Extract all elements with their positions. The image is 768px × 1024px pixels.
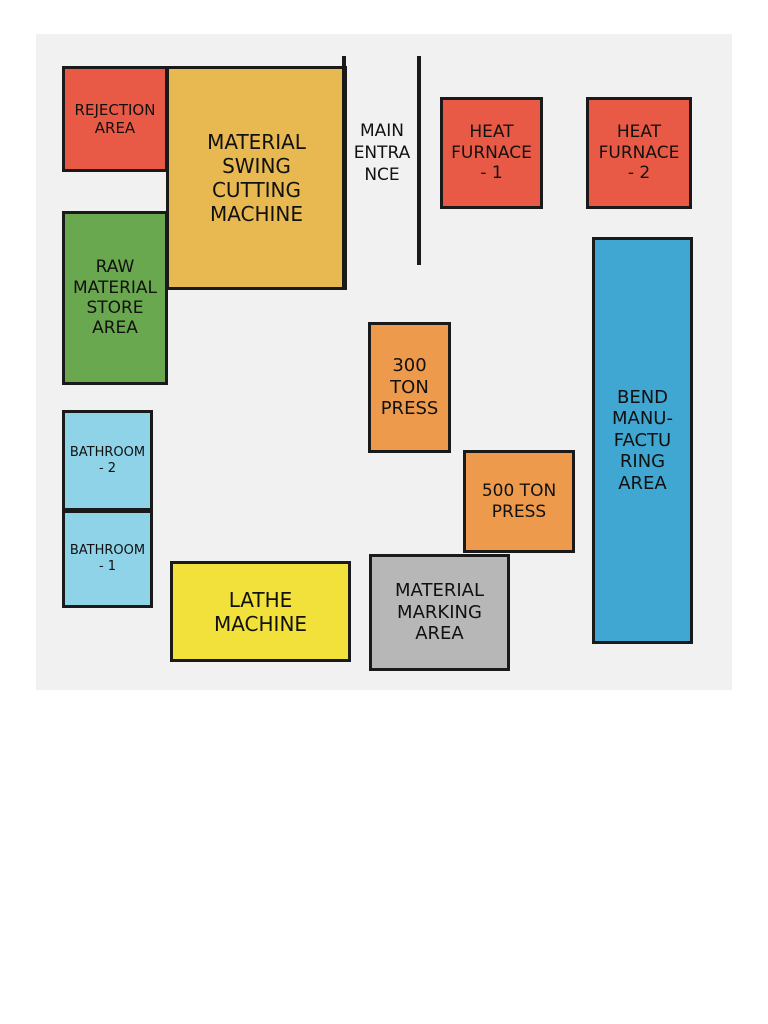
press-500-ton-label: 500 TON PRESS [481,481,557,522]
heat-furnace-1-label: HEAT FURNACE - 1 [451,122,532,184]
material-marking-area-label: MATERIAL MARKING AREA [395,580,484,645]
raw-material-store-area: RAW MATERIAL STORE AREA [62,211,168,385]
lathe-machine: LATHE MACHINE [170,561,351,662]
bend-manufacturing-area: BEND MANU- FACTU RING AREA [592,237,693,644]
heat-furnace-1: HEAT FURNACE - 1 [440,97,543,209]
bathroom-2-label: BATHROOM - 2 [69,444,146,476]
heat-furnace-2-label: HEAT FURNACE - 2 [598,122,680,184]
entrance-wall-right [417,56,421,265]
rejection-area: REJECTION AREA [62,66,168,172]
press-300-ton: 300 TON PRESS [368,322,451,453]
main-entrance-label: MAIN ENTRA NCE [353,121,411,186]
bathroom-1: BATHROOM - 1 [62,510,153,608]
entrance-wall-left [342,56,346,290]
press-500-ton: 500 TON PRESS [463,450,575,553]
factory-floor-plan: REJECTION AREA MATERIAL SWING CUTTING MA… [36,34,732,690]
lathe-machine-label: LATHE MACHINE [213,587,308,636]
rejection-area-label: REJECTION AREA [74,101,156,137]
raw-material-store-area-label: RAW MATERIAL STORE AREA [72,257,158,339]
bathroom-1-label: BATHROOM - 1 [69,543,146,574]
material-swing-cutting-machine-label: MATERIAL SWING CUTTING MACHINE [207,130,306,226]
bathroom-2: BATHROOM - 2 [62,410,153,511]
bend-manufacturing-area-label: BEND MANU- FACTU RING AREA [612,386,673,494]
heat-furnace-2: HEAT FURNACE - 2 [586,97,692,209]
material-marking-area: MATERIAL MARKING AREA [369,554,510,671]
material-swing-cutting-machine: MATERIAL SWING CUTTING MACHINE [166,66,347,290]
press-300-ton-label: 300 TON PRESS [380,355,439,420]
